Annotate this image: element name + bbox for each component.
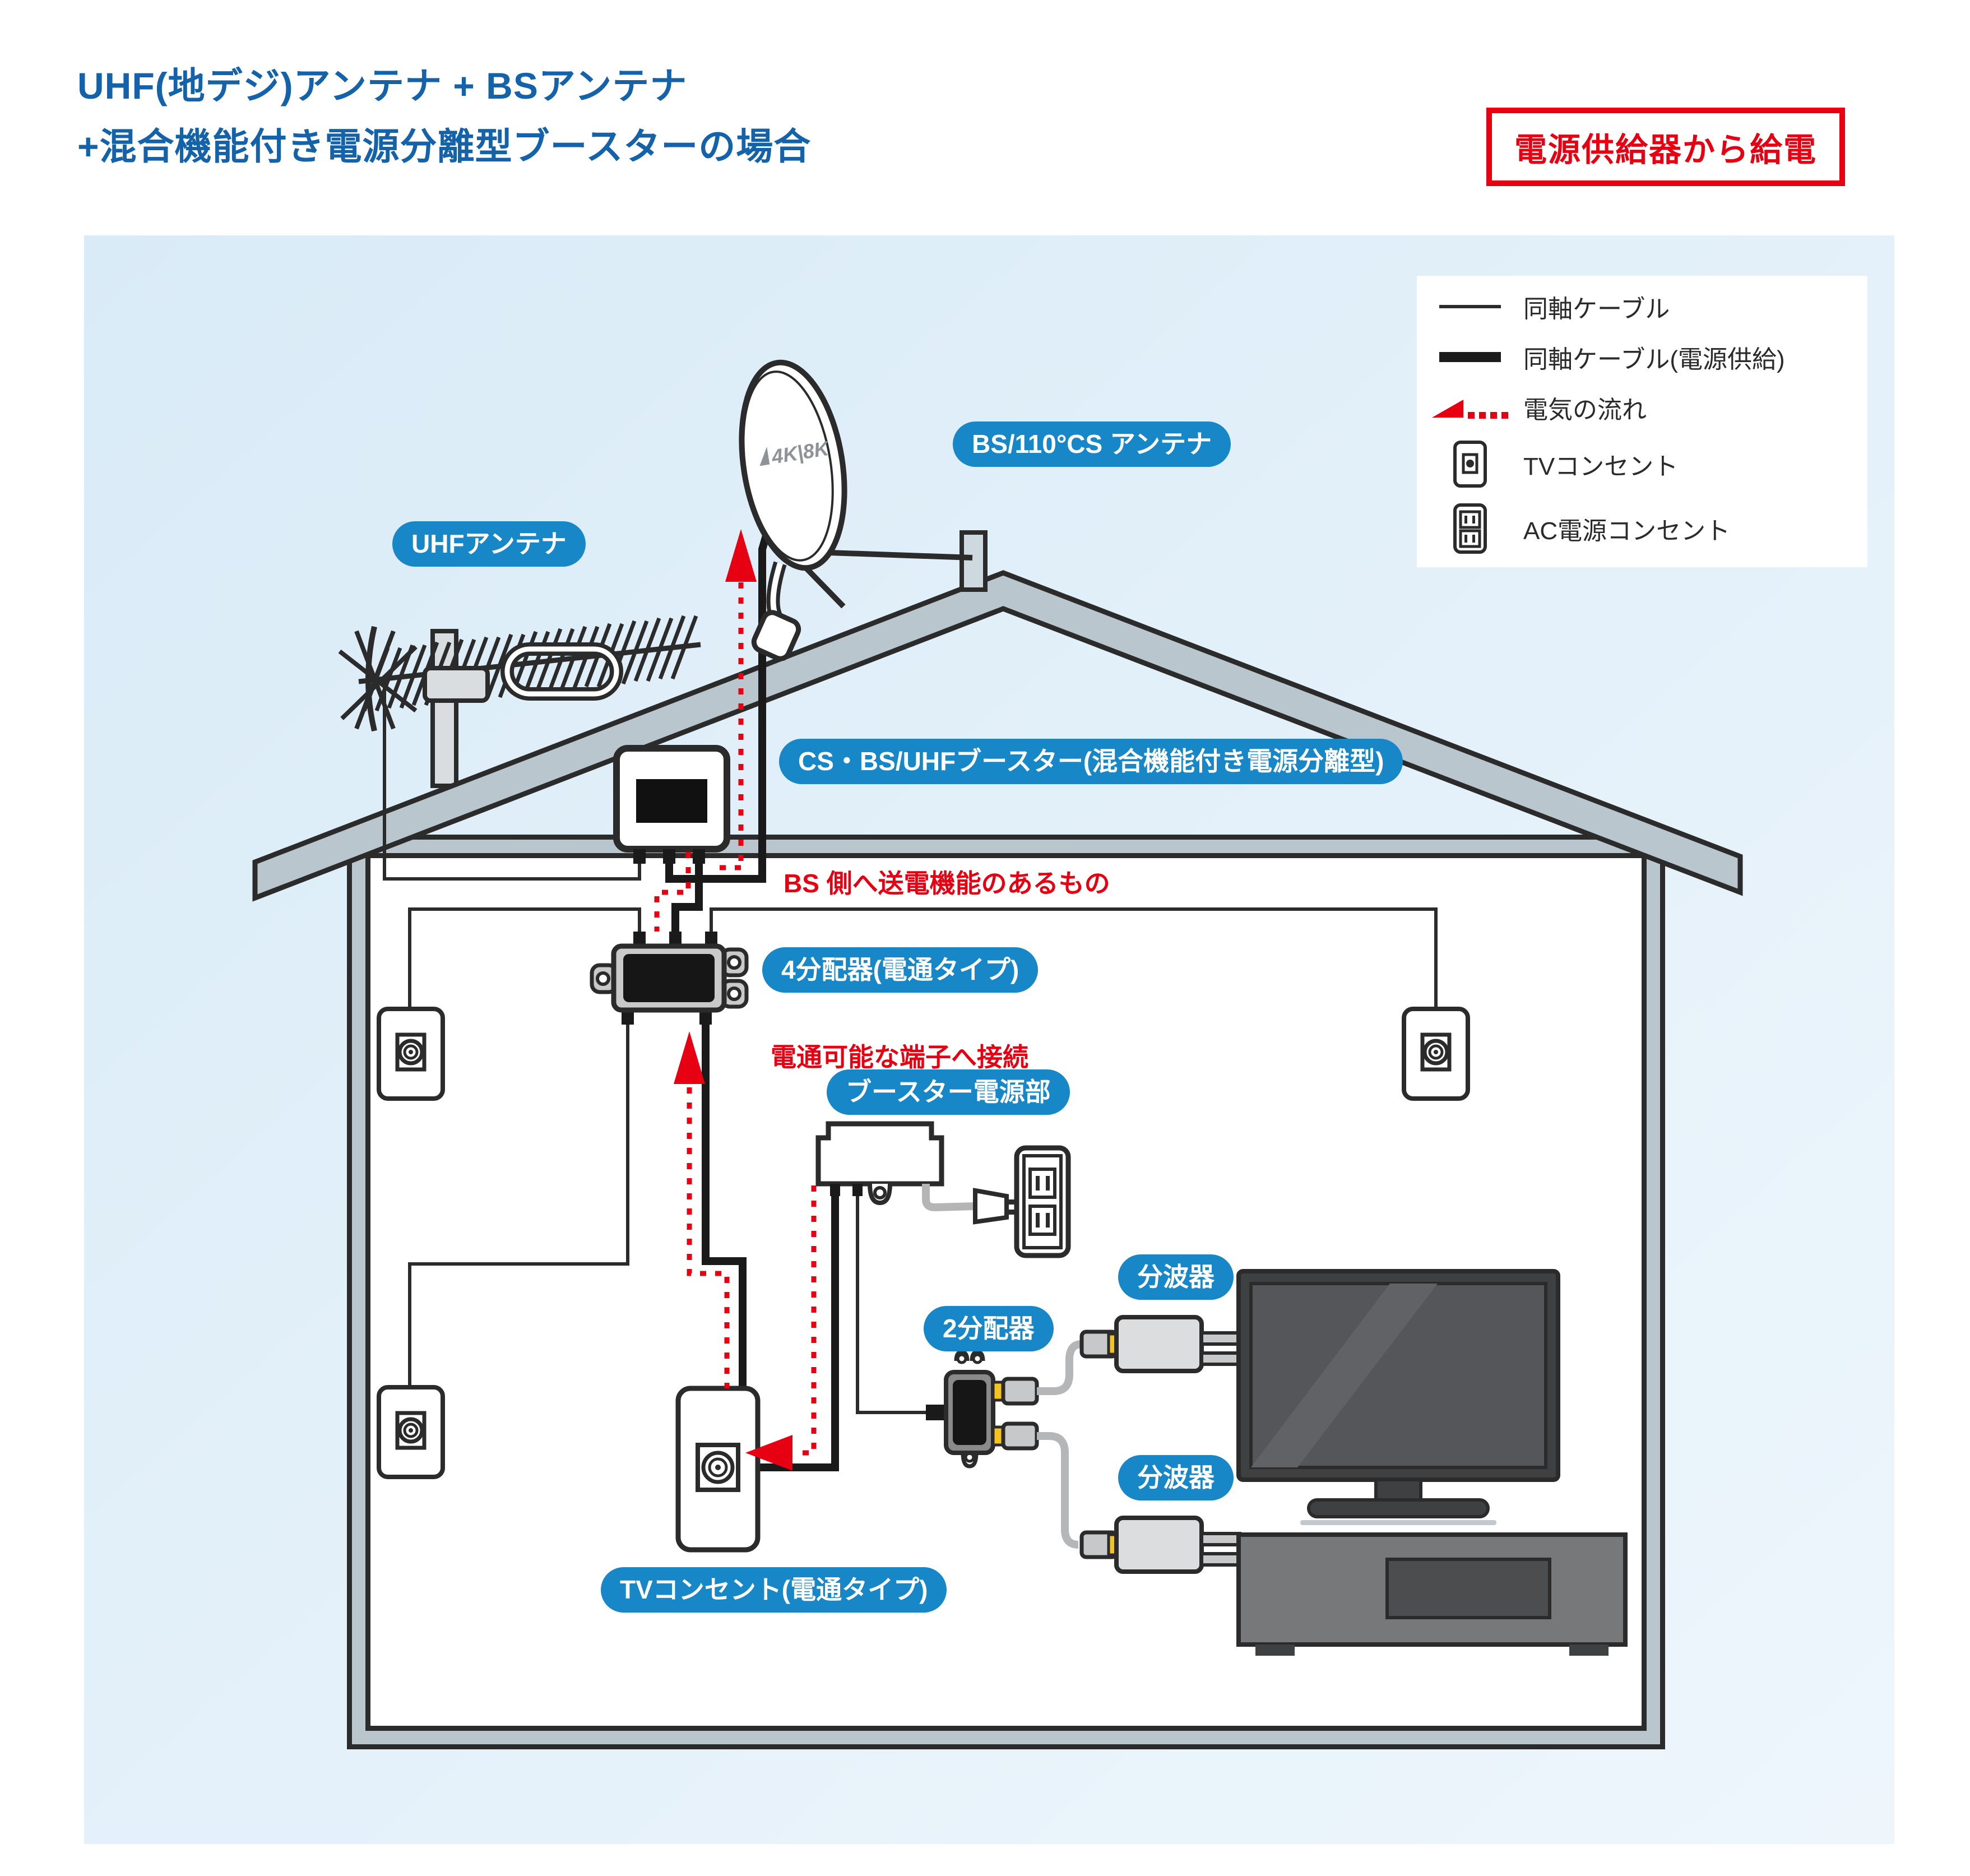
legend-row-flow: 電気の流れ (1417, 390, 1867, 425)
label-splitter2: 2分配器 (924, 1306, 1054, 1351)
power-flow-arrow-icon (1432, 400, 1508, 419)
label-booster: CS・BS/UHFブースター(混合機能付き電源分離型) (779, 739, 1403, 784)
label-separator2: 分波器 (1118, 1455, 1234, 1500)
wire-psu-to-splitter2 (856, 1184, 926, 1414)
booster-unit (613, 745, 730, 864)
splitter4-device (590, 932, 749, 1025)
ac-outlet-icon (1453, 503, 1487, 554)
tv-outlet-powered (675, 1386, 761, 1553)
uhf-mast-clamp (423, 666, 490, 703)
booster-display (636, 779, 707, 823)
legend-row-coax: 同軸ケーブル (1417, 289, 1867, 325)
flow-arrow-up-to-dish (725, 529, 757, 582)
tv-outlet-right (1402, 1007, 1470, 1101)
ac-cord (922, 1184, 976, 1212)
wire-riser-outlet-to-splitter4 (702, 1023, 747, 1388)
page-title-line2: +混合機能付き電源分離型ブースターの場合 (77, 126, 812, 167)
power-flow-paths (654, 567, 817, 1456)
legend-label: 同軸ケーブル(電源供給) (1523, 346, 1785, 373)
wire-splitter-to-lower-left-outlet (408, 1023, 629, 1387)
wire-splitter-to-left-outlet (408, 907, 641, 1009)
label-tv-outlet-powered: TVコンセント(電通タイプ) (601, 1567, 947, 1613)
tv-outlet-left-upper (377, 1007, 445, 1101)
dish-pole (959, 530, 988, 592)
flow-arrow-left-to-outlet (745, 1435, 792, 1471)
wire-splitter-to-right-outlet (710, 907, 1438, 1009)
coax-thin-wires (408, 907, 1438, 1414)
legend-label: AC電源コンセント (1523, 517, 1731, 545)
cable-splitter2-to-separator1 (1037, 1340, 1082, 1395)
uhf-antenna (338, 615, 701, 732)
legend-row-ac-outlet: AC電源コンセント (1417, 503, 1867, 554)
legend-label: 電気の流れ (1523, 396, 1647, 424)
wire-dish-to-booster-power-coax (665, 523, 773, 883)
flow-arrow-up-to-splitter4 (674, 1031, 705, 1084)
ac-plug (973, 1188, 1009, 1225)
power-flow-arrows (674, 529, 792, 1471)
legend-label: 同軸ケーブル (1523, 295, 1670, 323)
legend-row-coax-power: 同軸ケーブル(電源供給) (1417, 339, 1867, 375)
splitter2-device (926, 1350, 1039, 1469)
legend: 同軸ケーブル 同軸ケーブル(電源供給) 電気の流れ TVコンセント (1417, 276, 1867, 567)
bs-dish: 4K|8K (739, 359, 988, 661)
booster-power-supply (815, 1121, 944, 1206)
label-uhf-antenna: UHFアンテナ (392, 521, 586, 567)
legend-label: TVコンセント (1523, 453, 1679, 480)
dish-lnb (751, 610, 801, 661)
cable-splitter2-to-separator2 (1037, 1432, 1079, 1549)
ac-power-group (922, 1145, 1071, 1258)
roof (252, 570, 1743, 902)
label-separator1: 分波器 (1118, 1254, 1234, 1300)
legend-row-tv-outlet: TVコンセント (1417, 440, 1867, 488)
note-booster: BS 側へ送電機能のあるもの (784, 869, 1110, 898)
separator2-device (1079, 1516, 1241, 1574)
tv (1236, 1269, 1560, 1525)
tv-outlet-icon (1453, 441, 1487, 488)
wire-uhf-to-booster (383, 675, 641, 881)
power-feed-badge: 電源供給器から給電 (1486, 108, 1846, 186)
ac-outlet (1014, 1145, 1071, 1258)
label-splitter4: 4分配器(電通タイプ) (762, 947, 1039, 993)
wire-booster-to-splitter4 (671, 864, 703, 932)
label-booster-power: ブースター電源部 (827, 1069, 1070, 1115)
coax-line-icon (1439, 305, 1501, 308)
separator1-device (1079, 1315, 1241, 1373)
coax-power-line-icon (1439, 352, 1501, 362)
note-splitter4: 電通可能な端子へ接続 (771, 1043, 1028, 1072)
label-bs-antenna: BS/110°CS アンテナ (953, 421, 1231, 467)
tv-outlet-left-lower (377, 1385, 445, 1479)
uhf-reflector (338, 630, 418, 730)
page-title-line1: UHF(地デジ)アンテナ + BSアンテナ (77, 65, 688, 106)
recorder (1236, 1532, 1628, 1656)
dish-logo-triangle (759, 446, 770, 466)
